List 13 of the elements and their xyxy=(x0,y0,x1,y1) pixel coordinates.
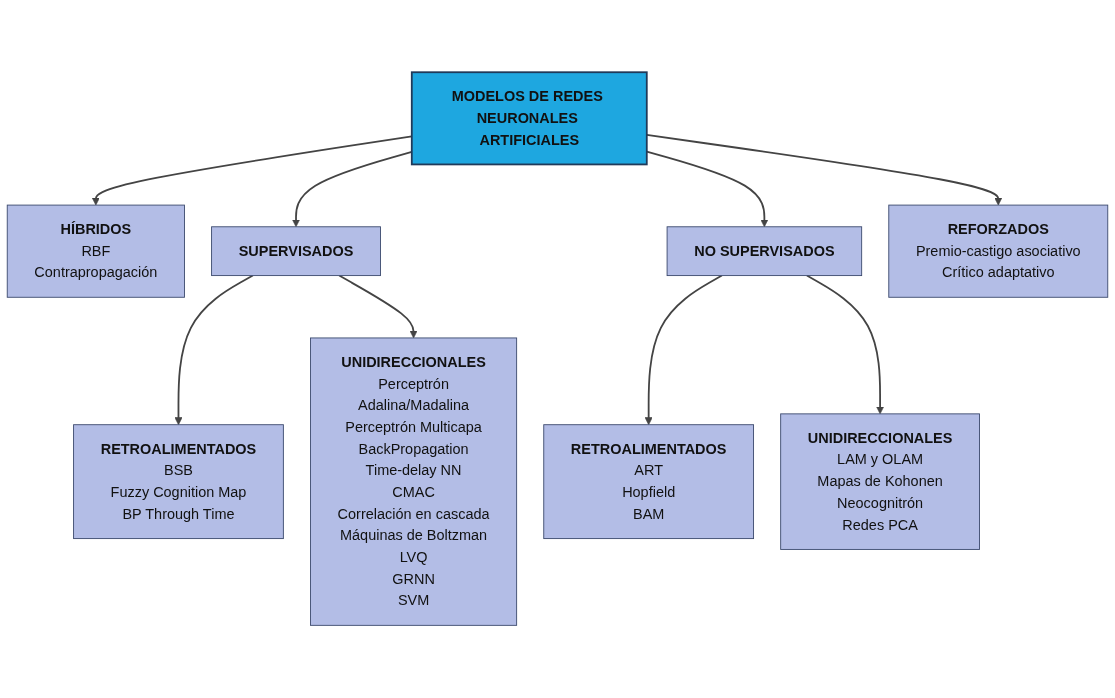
node-box: RETROALIMENTADOS ART Hopfield BAM xyxy=(543,424,754,540)
arrow xyxy=(338,274,418,339)
node-box: MODELOS DE REDES NEURONALES ARTIFICIALES xyxy=(410,71,648,166)
node-box: REFORZADOS Premio-castigo asociativo Crítico adaptativo xyxy=(888,204,1109,298)
arrow xyxy=(644,274,723,426)
node-box: UNIDIRECCIONALES LAM y OLAM Mapas de Kohonen Neocognitrón Redes PCA xyxy=(780,413,980,551)
node-box: SUPERVISADOS xyxy=(211,226,381,277)
node-box: UNIDIRECCIONALES Perceptrón Adalina/Madalina Perceptrón Multicapa BackPropagation Time-delay NN CMAC Correlación en cascada Máquinas de Boltzman LVQ GRNN SVM xyxy=(310,337,518,626)
node-box: RETROALIMENTADOS BSB Fuzzy Cognition Map BP Through Time xyxy=(73,424,284,540)
arrow xyxy=(174,274,254,426)
arrow xyxy=(805,274,885,415)
node-box: HÍBRIDOS RBF Contrapropagación xyxy=(6,204,185,298)
node-box: NO SUPERVISADOS xyxy=(666,226,863,277)
